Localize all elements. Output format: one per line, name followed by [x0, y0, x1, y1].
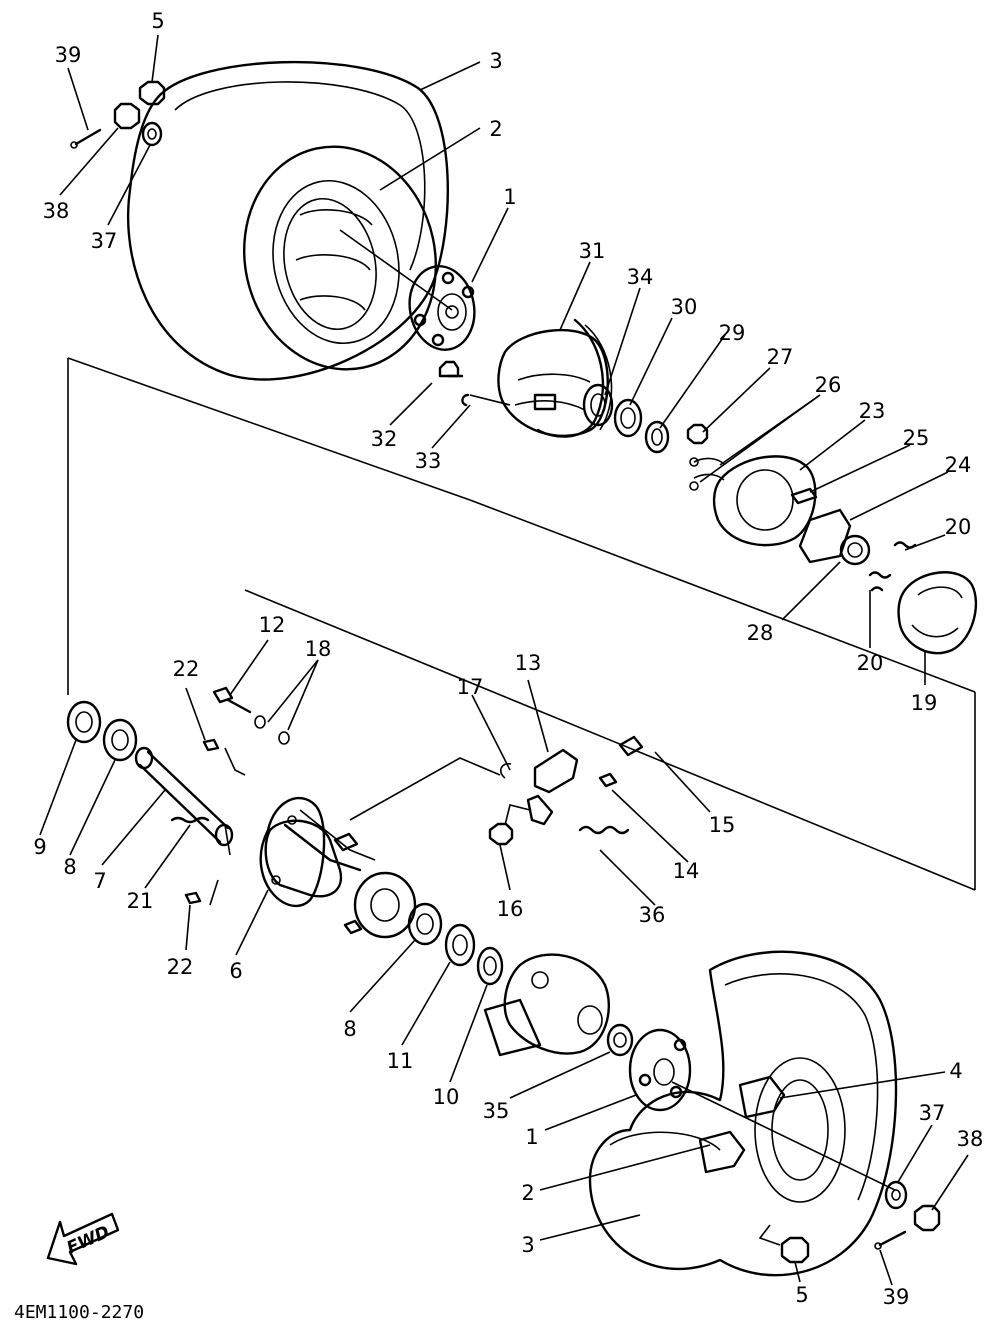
hub-top: [408, 265, 476, 351]
callout-labels: 39 5 3 2 38 37 1 31 34 30 29 27 26 23 25…: [33, 9, 983, 1309]
final-gear-case: [483, 953, 610, 1057]
callout-11: 11: [387, 1049, 414, 1073]
callout-2-top: 2: [489, 117, 502, 141]
bearings-row-bottom: [407, 902, 504, 986]
callout-20-lower: 20: [857, 651, 884, 675]
callout-9: 9: [33, 835, 46, 859]
callout-38-top: 38: [43, 199, 70, 223]
callout-33: 33: [415, 449, 442, 473]
callout-22-upper: 22: [173, 657, 200, 681]
brake-shoes: [868, 541, 978, 655]
axle-shaft: [134, 746, 234, 847]
callout-36: 36: [639, 903, 666, 927]
brake-cover: [689, 455, 817, 547]
bolts-axle: [170, 686, 290, 906]
axle-housing: [264, 809, 417, 939]
callout-15: 15: [709, 813, 736, 837]
callout-20-upper: 20: [945, 515, 972, 539]
leader-lines: [39, 34, 969, 1286]
callout-26: 26: [815, 373, 842, 397]
callout-6: 6: [229, 959, 242, 983]
callout-39-top: 39: [55, 43, 82, 67]
callout-16: 16: [497, 897, 524, 921]
callout-30: 30: [671, 295, 698, 319]
callout-8-left: 8: [63, 855, 76, 879]
callout-2-bottom: 2: [521, 1181, 534, 1205]
callout-24: 24: [945, 453, 972, 477]
axle-flange-plate: [259, 796, 326, 907]
wheel-fasteners-bottom: [671, 1081, 941, 1264]
oil-seal-9: [66, 700, 102, 744]
callout-12: 12: [259, 613, 286, 637]
callout-35: 35: [483, 1099, 510, 1123]
callout-10: 10: [433, 1085, 460, 1109]
tire-bottom: [588, 950, 898, 1277]
drawing-number: 4EM1100-2270: [14, 1302, 144, 1323]
direction-label: FWD: [64, 1222, 113, 1258]
tire-top: [126, 60, 449, 381]
callout-38-bottom: 38: [957, 1127, 984, 1151]
bearing-8-left: [102, 718, 138, 762]
callout-21: 21: [127, 889, 154, 913]
callout-1-top: 1: [503, 185, 516, 209]
callout-37-bottom: 37: [919, 1101, 946, 1125]
callout-5-top: 5: [151, 9, 164, 33]
callout-22-lower: 22: [167, 955, 194, 979]
brake-drum: [497, 318, 613, 438]
callout-4: 4: [949, 1059, 962, 1083]
callout-29: 29: [719, 321, 746, 345]
callout-32: 32: [371, 427, 398, 451]
callout-25: 25: [903, 426, 930, 450]
callout-31: 31: [579, 239, 606, 263]
callout-28: 28: [747, 621, 774, 645]
callout-8-bottom: 8: [343, 1017, 356, 1041]
callout-18: 18: [305, 637, 332, 661]
callout-14: 14: [673, 859, 700, 883]
callout-13: 13: [515, 651, 542, 675]
brake-cam-lever: [349, 735, 644, 846]
assembly-guide-lines: [67, 229, 976, 891]
brake-camshaft-area: [790, 487, 871, 566]
callout-5-bottom: 5: [795, 1283, 808, 1307]
callout-3-bottom: 3: [521, 1233, 534, 1257]
hub-bottom: [628, 1028, 692, 1112]
bearings-row-top: [438, 360, 709, 454]
forward-arrow-icon: FWD: [46, 1212, 120, 1266]
callout-19: 19: [911, 691, 938, 715]
wheel-fasteners-top: [70, 80, 166, 149]
callout-3-top: 3: [489, 49, 502, 73]
callout-34: 34: [627, 265, 654, 289]
callout-1-bottom: 1: [525, 1125, 538, 1149]
callout-39-bottom: 39: [883, 1285, 910, 1309]
callout-27: 27: [767, 345, 794, 369]
callout-7: 7: [93, 869, 106, 893]
callout-37-top: 37: [91, 229, 118, 253]
callout-17: 17: [457, 675, 484, 699]
callout-23: 23: [859, 399, 886, 423]
oil-seal-35: [606, 1023, 634, 1057]
